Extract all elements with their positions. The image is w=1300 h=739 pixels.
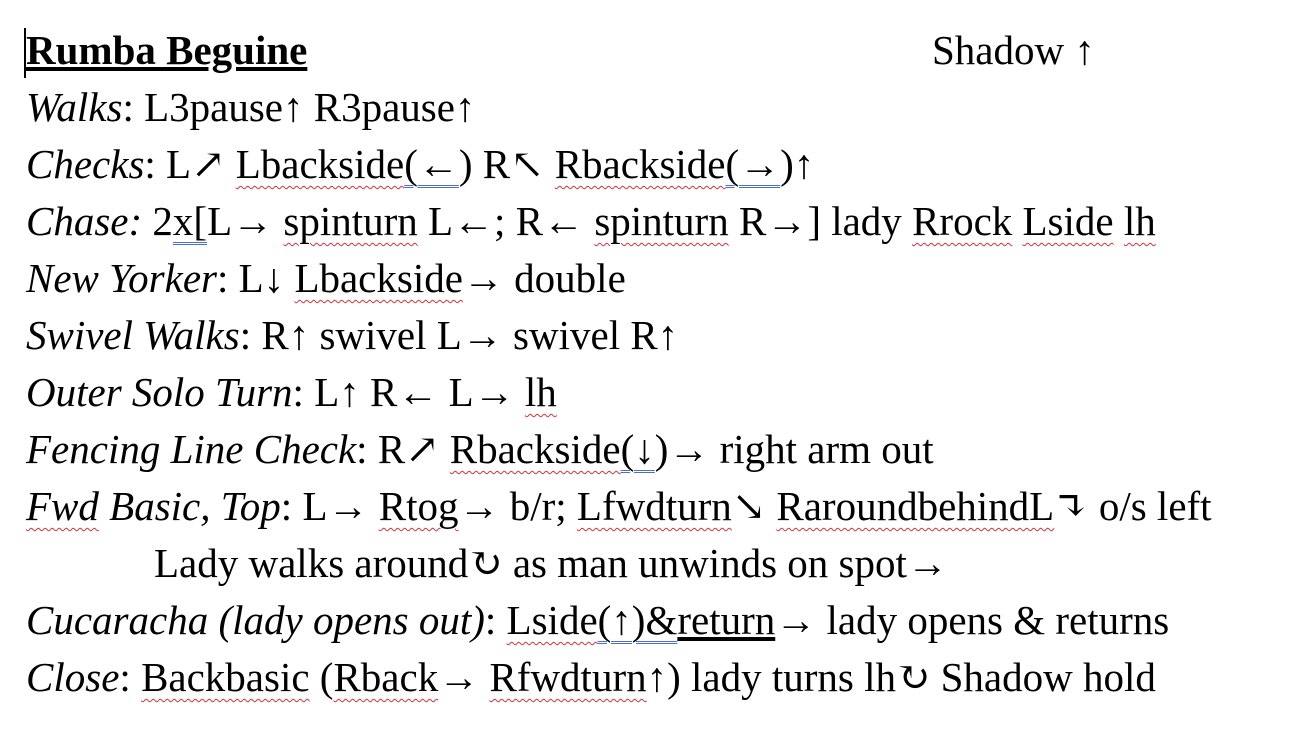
step-text: → b/r; xyxy=(458,483,577,529)
step-lady-walks: Lady walks around↻ as man unwinds on spo… xyxy=(26,535,1296,592)
step-text: R→] lady xyxy=(728,198,913,244)
text-cursor xyxy=(24,28,26,78)
step-checks: Checks: L↗ Lbackside(←) R↖ Rbackside(→)↑ xyxy=(26,136,1296,193)
word-spellcheck: Lbackside xyxy=(235,141,405,187)
step-fwd-basic-top: Fwd Basic, Top: L→ Rtog→ b/r; Lfwdturn↘ … xyxy=(26,478,1296,535)
step-text: : L→ xyxy=(280,483,379,529)
word-spellcheck: Backbasic xyxy=(141,654,310,700)
step-text: → lady opens & returns xyxy=(775,597,1170,643)
step-close: Close: Backbasic (Rback→ Rfwdturn↑) lady… xyxy=(26,649,1296,706)
document-page[interactable]: Rumba Beguine Shadow ↑ Walks: L3pause↑ R… xyxy=(24,22,1296,706)
step-term: Cucaracha (lady opens out) xyxy=(26,597,485,643)
step-text: : L↗ xyxy=(144,141,236,187)
step-term: Close xyxy=(26,654,120,700)
title-line: Rumba Beguine Shadow ↑ xyxy=(24,22,1296,79)
step-text xyxy=(1114,198,1124,244)
step-term: Fwd xyxy=(26,483,99,529)
step-cucaracha: Cucaracha (lady opens out): Lside(↑)&ret… xyxy=(26,592,1296,649)
word-spellcheck: Lside xyxy=(1022,198,1114,244)
step-chase: Chase: 2x[L→ spinturn L←; R← spinturn R→… xyxy=(26,193,1296,250)
word-spellcheck: Rfwdturn xyxy=(489,654,647,700)
step-text: : R↗ xyxy=(356,426,450,472)
page-title: Rumba Beguine xyxy=(26,27,308,73)
step-text: )↑ xyxy=(780,141,815,187)
word-spellcheck: Lfwdturn xyxy=(576,483,732,529)
step-term: Walks xyxy=(26,84,123,130)
word-spellcheck: Rbackside xyxy=(449,426,621,472)
step-text: : L↑ R← L→ xyxy=(292,369,525,415)
step-text: ↘ xyxy=(731,483,777,529)
step-text: → xyxy=(438,654,490,700)
step-text: ) R↖ xyxy=(458,141,555,187)
word-spellcheck: Rback xyxy=(333,654,439,700)
step-term: New Yorker xyxy=(26,255,217,301)
word-spellcheck: Lside xyxy=(506,597,598,643)
step-term: Swivel Walks xyxy=(26,312,240,358)
step-fencing-line-check: Fencing Line Check: R↗ Rbackside(↓)→ rig… xyxy=(26,421,1296,478)
step-new-yorker: New Yorker: L↓ Lbackside→ double xyxy=(26,250,1296,307)
step-outer-solo-turn: Outer Solo Turn: L↑ R← L→ lh xyxy=(26,364,1296,421)
step-term: Basic, Top xyxy=(98,483,281,529)
step-term: Chase: xyxy=(26,198,143,244)
word-grammarcheck: (↓ xyxy=(620,426,655,472)
word-grammarcheck: (← xyxy=(404,141,459,187)
step-text: )→ right arm out xyxy=(654,426,934,472)
step-swivel-walks: Swivel Walks: R↑ swivel L→ swivel R↑ xyxy=(26,307,1296,364)
step-text: return xyxy=(677,597,776,643)
step-text: ↑) lady turns lh↻ Shadow hold xyxy=(646,654,1156,700)
word-grammarcheck: (→ xyxy=(725,141,781,187)
step-text: : R↑ swivel L→ swivel R↑ xyxy=(239,312,679,358)
step-term: Outer Solo Turn xyxy=(26,369,293,415)
shadow-label: Shadow ↑ xyxy=(932,27,1095,73)
word-grammarcheck: x[ xyxy=(172,198,208,244)
word-spellcheck: Rbackside xyxy=(554,141,726,187)
word-spellcheck: Rtog xyxy=(378,483,459,529)
word-spellcheck: RaroundbehindL xyxy=(776,483,1055,529)
step-text: : xyxy=(119,654,142,700)
word-spellcheck: Rrock xyxy=(912,198,1013,244)
word-grammarcheck: (↑)& xyxy=(597,597,678,643)
word-spellcheck: Lbackside xyxy=(294,255,463,301)
step-term: Checks xyxy=(26,141,145,187)
step-term: Fencing Line Check xyxy=(26,426,357,472)
step-text: Lady walks around↻ as man unwinds on spo… xyxy=(154,540,948,586)
step-text: L←; R← xyxy=(417,198,595,244)
word-spellcheck: spinturn xyxy=(283,198,418,244)
step-text: : L3pause↑ R3pause↑ xyxy=(122,84,476,130)
step-text xyxy=(1012,198,1022,244)
step-text: : xyxy=(484,597,507,643)
word-spellcheck: lh xyxy=(1123,198,1156,244)
word-spellcheck: lh xyxy=(524,369,557,415)
step-text: 2 xyxy=(142,198,173,244)
step-text: ↴ o/s left xyxy=(1054,483,1212,529)
step-text: ( xyxy=(309,654,334,700)
step-walks: Walks: L3pause↑ R3pause↑ xyxy=(26,79,1296,136)
step-text: L→ xyxy=(207,198,284,244)
step-text: → double xyxy=(462,255,626,301)
step-text: : L↓ xyxy=(217,255,295,301)
word-spellcheck: spinturn xyxy=(594,198,729,244)
